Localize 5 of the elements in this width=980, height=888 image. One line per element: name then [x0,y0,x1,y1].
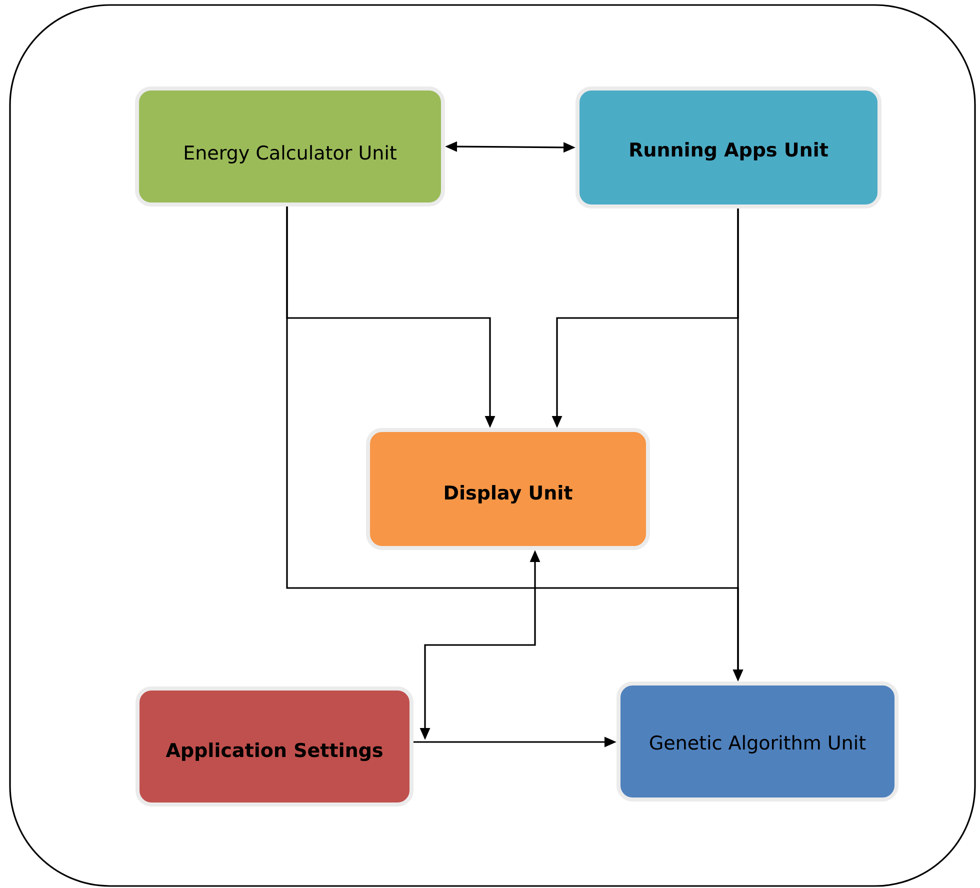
unit-box: Energy Calculator Unit [135,86,445,206]
unit-box: Running Apps Unit [576,86,882,208]
unit-box: Genetic Algorithm Unit [616,682,898,802]
unit-box: Application Settings [136,686,414,806]
unit-box: Display Unit [366,428,650,550]
